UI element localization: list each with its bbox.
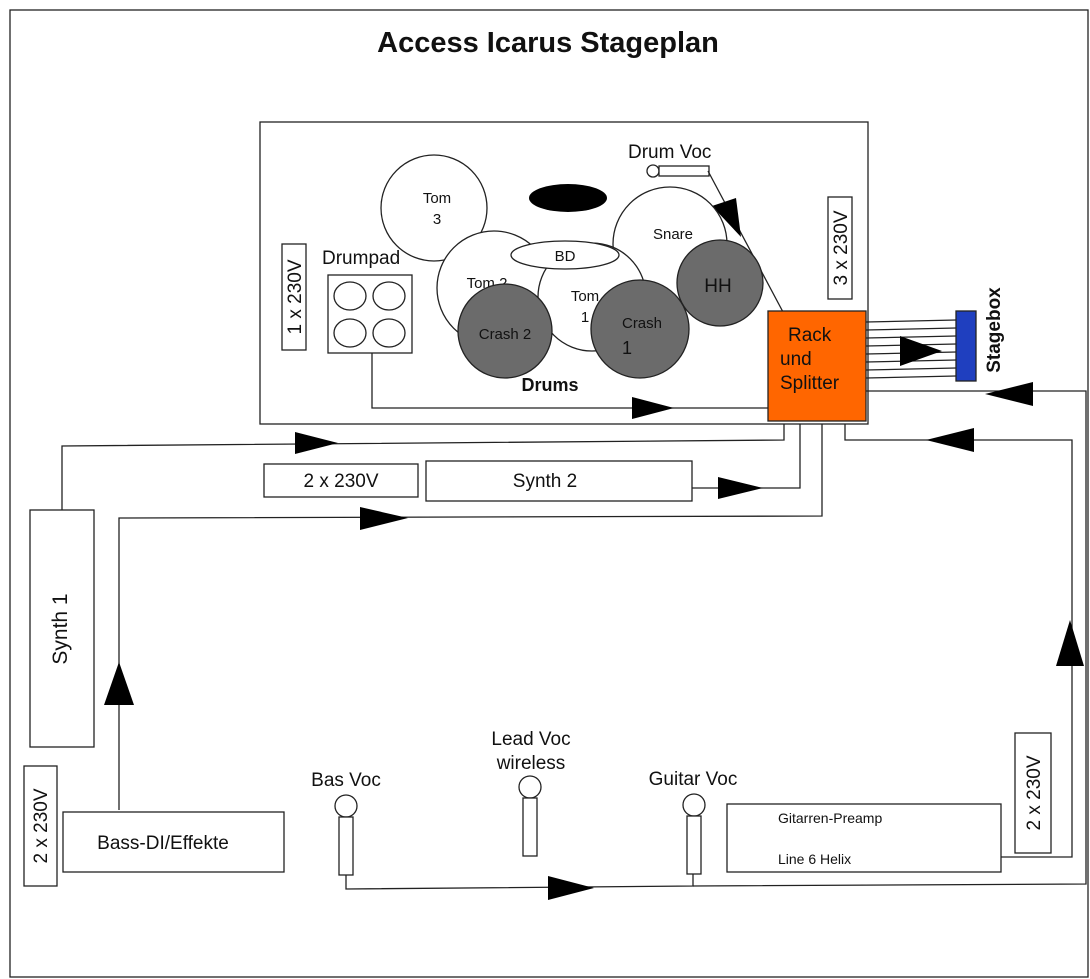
crash-2-label: Crash 2 <box>479 326 532 343</box>
power-left-box <box>281 243 307 351</box>
hihat <box>676 239 764 327</box>
tom-1-label: Tom <box>571 288 599 305</box>
power-guitar-label: 2 x 230V <box>1024 755 1045 830</box>
crash-1-number: 1 <box>622 338 632 358</box>
stagebox-arrow <box>900 336 942 366</box>
drum-voc-cable <box>707 170 784 313</box>
guitar-return-arrow-up <box>1056 620 1084 666</box>
tom-1-number: 1 <box>581 309 589 326</box>
rack-label-line1: Rack <box>788 325 832 346</box>
power-right-label: 3 x 230V <box>831 210 852 285</box>
guitar-voc-mic-head <box>682 793 706 817</box>
drumpad-pad <box>372 318 406 348</box>
synth1-arrow <box>295 432 338 454</box>
guitar-return-arrow-top <box>926 428 974 452</box>
bass-di <box>62 811 285 873</box>
guitar-preamp <box>726 803 1002 873</box>
synth-1 <box>29 509 95 748</box>
power-mid-label: 2 x 230V <box>304 471 379 492</box>
guitar-preamp-model: Line 6 Helix <box>778 851 851 867</box>
crash-2 <box>457 283 553 379</box>
synth1-cable <box>61 424 785 516</box>
hihat-label: HH <box>704 276 731 297</box>
synth-1-label: Synth 1 <box>49 593 72 664</box>
snare-label: Snare <box>653 226 693 243</box>
stagebox-label: Stagebox <box>984 287 1005 373</box>
drum-throne <box>529 184 607 212</box>
drumpad-pad <box>333 281 367 311</box>
vocal-cable <box>345 874 694 890</box>
crash-1 <box>590 279 690 379</box>
rack-splitter <box>767 310 867 422</box>
power-mid-box <box>263 463 419 498</box>
bass-arrow-horizontal <box>360 507 408 530</box>
crash-1-label: Crash <box>622 315 662 332</box>
guitar-preamp-label: Gitarren-Preamp <box>778 810 882 826</box>
power-bass-label: 2 x 230V <box>31 788 52 863</box>
guitar-voc-label: Guitar Voc <box>649 769 738 790</box>
drum-voc-label: Drum Voc <box>628 142 711 163</box>
drumpad-pad <box>372 281 406 311</box>
guitar-voc-mic-body <box>686 815 702 875</box>
power-right-box <box>827 196 853 300</box>
bas-voc-label: Bas Voc <box>311 770 381 791</box>
tom-3-number: 3 <box>433 211 441 228</box>
vocal-return-cable <box>692 390 1087 887</box>
vocal-arrow <box>548 876 594 900</box>
tom-3 <box>380 154 488 262</box>
lead-voc-mic-body <box>522 797 538 857</box>
page-title: Access Icarus Stageplan <box>377 27 719 59</box>
power-left-label: 1 x 230V <box>285 259 306 334</box>
lead-voc-mic-head <box>518 775 542 799</box>
synth-2 <box>425 460 693 502</box>
guitar-return-cable <box>844 424 1073 858</box>
bass-di-label: Bass-DI/Effekte <box>97 833 229 854</box>
drum-voc-mic-head <box>646 164 660 178</box>
tom-3-label: Tom <box>423 190 451 207</box>
drums-label: Drums <box>521 375 578 395</box>
bass-drum-label: BD <box>555 248 576 265</box>
drum-voc-arrow <box>712 198 741 237</box>
drumpad-label: Drumpad <box>322 248 400 269</box>
rack-label-line3: Splitter <box>780 373 840 394</box>
bas-voc-mic-head <box>334 794 358 818</box>
vocal-return-arrow <box>985 382 1033 406</box>
power-bass-box <box>23 765 58 887</box>
synth-2-label: Synth 2 <box>513 471 577 492</box>
stagebox <box>955 310 977 382</box>
drumpad-arrow <box>632 397 674 419</box>
power-guitar-box <box>1014 732 1052 854</box>
synth2-arrow <box>718 477 763 499</box>
drumpad-pad <box>333 318 367 348</box>
lead-voc-label: Lead Voc <box>491 729 570 750</box>
bass-drum <box>510 240 620 270</box>
bas-voc-mic-body <box>338 816 354 876</box>
lead-voc-wireless-label: wireless <box>496 753 566 774</box>
bass-arrow-vertical <box>104 662 134 705</box>
rack-label-line2: und <box>780 349 812 370</box>
drum-voc-mic-body <box>658 165 710 177</box>
